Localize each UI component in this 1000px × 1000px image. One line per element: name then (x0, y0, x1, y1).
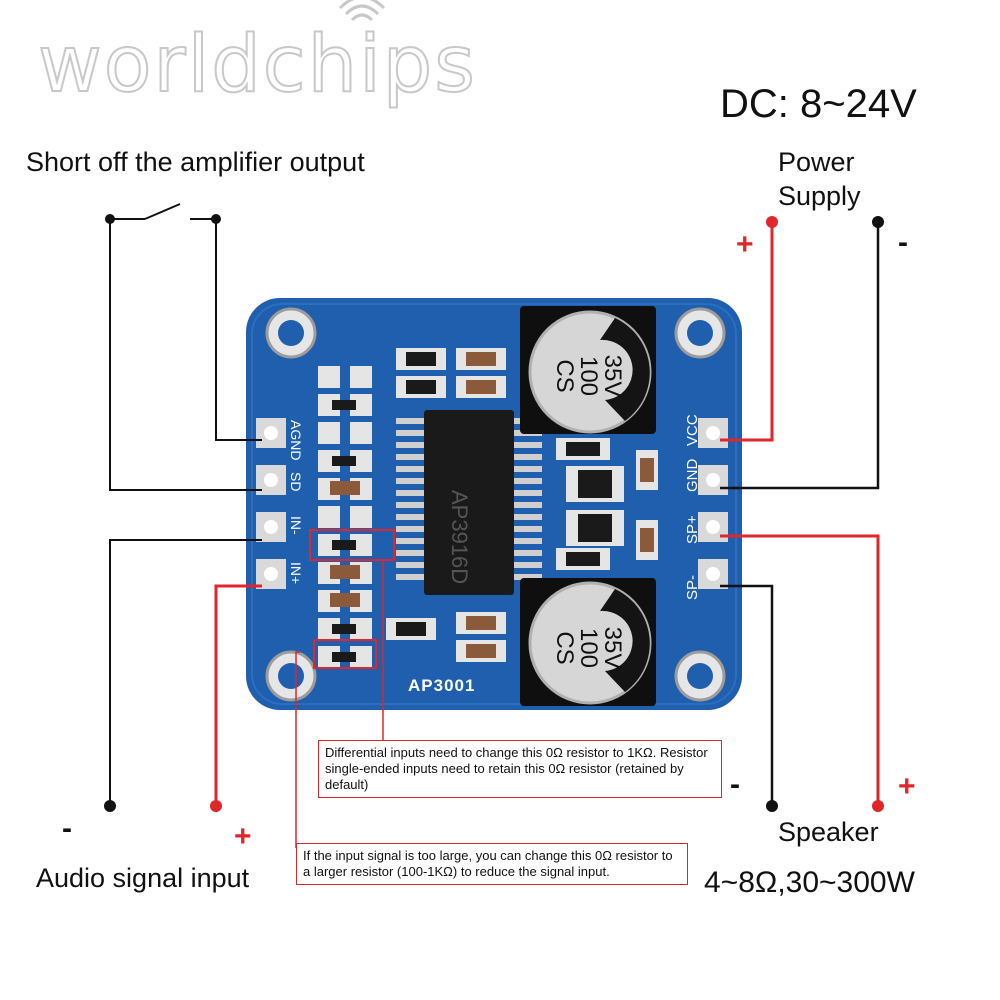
speaker-minus-sign: - (730, 768, 740, 801)
cap-bottom-line1: 35V (599, 626, 626, 670)
pin-label-sd: SD (288, 472, 304, 492)
pin-label-in-plus: IN+ (288, 562, 304, 585)
cap-bottom-line3: CS (551, 631, 578, 665)
speaker-plus-terminal (872, 800, 884, 812)
resistor-highlight-differential (309, 529, 395, 561)
power-minus-terminal (872, 216, 884, 228)
chip-marking: AP3916D (447, 490, 472, 585)
audio-input-label: Audio signal input (36, 863, 250, 893)
speaker-plus-sign: + (898, 770, 916, 803)
pin-label-vcc: VCC (684, 414, 701, 446)
cap-top-line3: CS (551, 359, 578, 393)
wire-speaker-minus (720, 584, 774, 806)
capacitor-bottom-text: 35V 100 CS (551, 608, 626, 688)
wire-power-plus (720, 222, 774, 442)
pin-label-sp-minus: SP- (684, 574, 701, 600)
right-pin-pads (698, 418, 728, 589)
power-minus-sign: - (898, 226, 908, 259)
power-plus-sign: + (736, 228, 754, 261)
short-off-label: Short off the amplifier output (26, 147, 365, 177)
mounting-hole (265, 307, 726, 702)
resistor-highlight-input (313, 639, 377, 669)
cap-bottom-line2: 100 (575, 627, 602, 669)
leader-input (295, 651, 300, 848)
wire-speaker-plus (720, 534, 880, 806)
power-supply-label-line1: Power (778, 147, 855, 177)
cap-top-line2: 100 (575, 355, 602, 397)
smd-components (318, 348, 658, 668)
speaker-minus-terminal (766, 800, 778, 812)
watermark: worldchips (37, 19, 477, 111)
power-plus-terminal (766, 216, 778, 228)
left-pin-pads (256, 418, 286, 589)
audio-plus-terminal (210, 800, 222, 812)
audio-plus-sign: + (234, 820, 252, 853)
pin-label-sp-plus: SP+ (684, 515, 701, 544)
audio-minus-terminal (104, 800, 116, 812)
power-supply-label-line2: Supply (778, 181, 861, 211)
wire-short-off (109, 203, 262, 491)
wire-power-minus (720, 222, 880, 490)
note-input-signal: If the input signal is too large, you ca… (296, 843, 688, 885)
capacitor-bottom (520, 578, 656, 706)
note-differential-input: Differential inputs need to change this … (318, 740, 722, 798)
dc-rating-label: DC: 8~24V (720, 82, 917, 126)
capacitor-top (520, 306, 656, 434)
pin-label-in-minus: IN- (288, 516, 304, 535)
wire-audio-plus (214, 584, 262, 806)
speaker-label: Speaker (778, 817, 879, 847)
cap-top-line1: 35V (599, 354, 626, 398)
switch-contacts (105, 214, 221, 224)
pin-label-gnd: GND (684, 458, 701, 492)
wire-audio-minus (109, 539, 262, 806)
speaker-rating-label: 4~8Ω,30~300W (704, 866, 915, 899)
board-model-label: AP3001 (408, 676, 476, 695)
pcb-board (246, 298, 742, 710)
capacitor-top-text: 35V 100 CS (551, 336, 626, 416)
audio-minus-sign: - (62, 812, 72, 845)
pin-label-agnd: AGND (288, 420, 304, 461)
ic-chip (396, 410, 542, 595)
